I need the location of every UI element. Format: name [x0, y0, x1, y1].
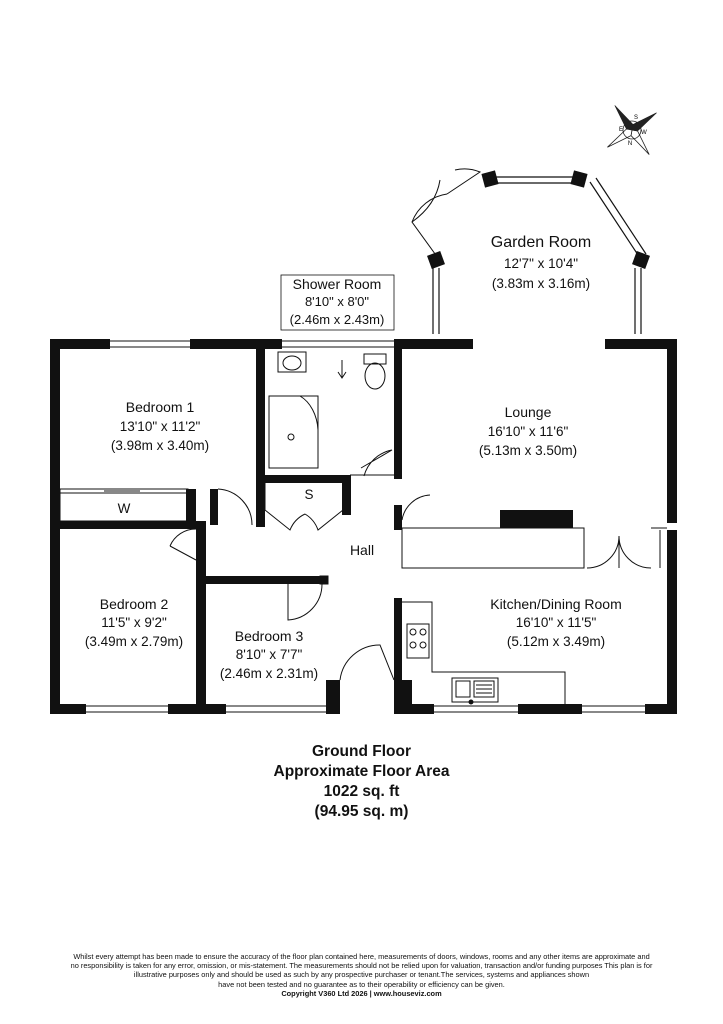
- windows: [86, 340, 645, 713]
- room-size-metric: (5.12m x 3.49m): [507, 634, 605, 649]
- disclaimer-line-4: have not been tested and no guarantee as…: [218, 979, 505, 989]
- room-size-imperial: 8'10" x 7'7": [236, 647, 303, 662]
- room-size-imperial: 13'10" x 11'2": [120, 419, 201, 434]
- room-size-metric: (3.49m x 2.79m): [85, 634, 183, 649]
- disclaimer: Whilst every attempt has been made to en…: [10, 952, 713, 998]
- room-size-metric: (2.46m x 2.43m): [290, 312, 385, 327]
- disclaimer-line-3: illustrative purposes only and should be…: [133, 970, 590, 980]
- room-label-bedroom-2: Bedroom 2 11'5" x 9'2" (3.49m x 2.79m): [85, 596, 183, 649]
- room-size-metric: (3.83m x 3.16m): [492, 276, 590, 291]
- room-name: Bedroom 1: [126, 399, 195, 415]
- room-size-metric: (2.46m x 2.31m): [220, 666, 318, 681]
- room-name: Kitchen/Dining Room: [490, 596, 622, 612]
- room-size-imperial: 16'10" x 11'5": [516, 615, 597, 630]
- disclaimer-line-2: no responsibility is taken for any error…: [70, 961, 653, 971]
- room-name: Bedroom 2: [100, 596, 169, 612]
- room-label-bedroom-3: Bedroom 3 8'10" x 7'7" (2.46m x 2.31m): [220, 628, 318, 681]
- floor-title: Ground Floor: [311, 743, 411, 760]
- room-size-imperial: 11'5" x 9'2": [101, 615, 167, 630]
- room-size-metric: (3.98m x 3.40m): [111, 438, 209, 453]
- room-name: Lounge: [505, 404, 552, 420]
- room-name: Shower Room: [293, 276, 382, 292]
- compass-label-s: S: [634, 115, 638, 121]
- compass-label-n: N: [628, 141, 632, 147]
- disclaimer-line-1: Whilst every attempt has been made to en…: [73, 952, 650, 961]
- room-label-lounge: Lounge 16'10" x 11'6" (5.13m x 3.50m): [479, 404, 577, 458]
- wardrobe-label: W: [118, 501, 131, 516]
- hall-label: Hall: [350, 542, 374, 558]
- interior-fixtures: [59, 351, 667, 705]
- store-label: S: [304, 487, 313, 502]
- room-size-imperial: 8'10" x 8'0": [305, 294, 369, 309]
- room-size-metric: (5.13m x 3.50m): [479, 443, 577, 458]
- area-sqft: 1022 sq. ft: [323, 783, 400, 800]
- area-label: Approximate Floor Area: [273, 763, 450, 780]
- compass-label-w: W: [641, 130, 647, 136]
- area-sqm: (94.95 sq. m): [314, 803, 409, 820]
- exterior-walls: [50, 339, 677, 714]
- room-label-bedroom-1: Bedroom 1 13'10" x 11'2" (3.98m x 3.40m): [111, 399, 209, 453]
- room-size-imperial: 16'10" x 11'6": [488, 424, 569, 439]
- copyright: Copyright V360 Ltd 2026 | www.houseviz.c…: [281, 988, 442, 998]
- room-name: Garden Room: [491, 234, 592, 251]
- shower-room-label-box: Shower Room 8'10" x 8'0" (2.46m x 2.43m): [280, 274, 395, 331]
- room-label-garden-room: Garden Room 12'7" x 10'4" (3.83m x 3.16m…: [491, 234, 592, 291]
- room-name: Bedroom 3: [235, 628, 304, 644]
- compass-rose-icon: S W E N: [607, 105, 657, 155]
- room-label-kitchen: Kitchen/Dining Room 16'10" x 11'5" (5.12…: [490, 596, 622, 649]
- floor-area-summary: Ground Floor Approximate Floor Area 1022…: [0, 742, 723, 822]
- compass-label-e: E: [619, 127, 623, 133]
- room-size-imperial: 12'7" x 10'4": [504, 256, 578, 271]
- garden-room-walls: [411, 168, 650, 334]
